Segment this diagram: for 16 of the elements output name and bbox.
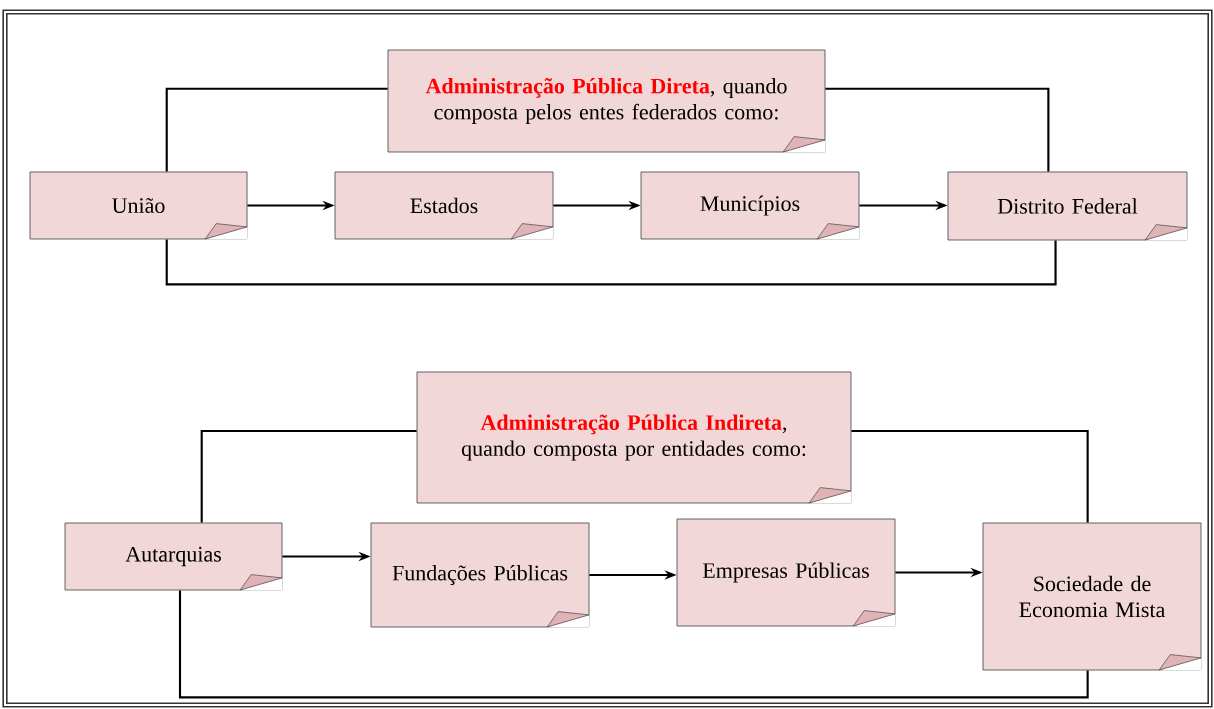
note-box: Empresas Públicas (676, 518, 896, 627)
connector-line (165, 239, 1057, 286)
note-box: Administração Pública Direta, quando composta pelos entes federados como: (387, 49, 826, 153)
note-box: Sociedade de Economia Mista (982, 522, 1202, 671)
note-box: Distrito Federal (947, 171, 1188, 241)
note-box: Administração Pública Indireta, quando composta por entidades como: (416, 371, 852, 504)
connector-line (200, 429, 417, 523)
connector-line (178, 590, 1089, 699)
note-box: Fundações Públicas (370, 522, 590, 628)
connector-line (851, 429, 1089, 523)
note-box: União (29, 171, 248, 240)
note-box: Municípios (640, 171, 860, 240)
note-box: Estados (334, 171, 554, 240)
connector-line (165, 87, 388, 172)
connector-line (825, 87, 1050, 172)
note-box: Autarquias (64, 522, 283, 591)
